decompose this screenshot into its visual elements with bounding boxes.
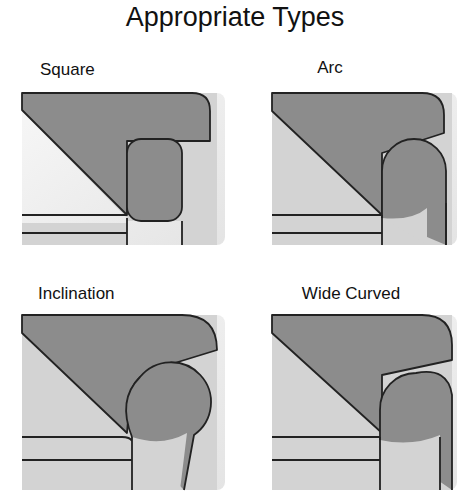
arc-arm	[272, 93, 457, 245]
panel-label: Wide Curved	[302, 284, 400, 304]
panel-label: Inclination	[38, 284, 115, 304]
square-arm	[22, 93, 225, 245]
diagram-title: Appropriate Types	[126, 2, 345, 33]
wide-curved-arm	[272, 315, 457, 490]
inclination-arm	[22, 315, 225, 490]
panel-label: Square	[40, 60, 95, 80]
panel-label: Arc	[317, 58, 343, 78]
